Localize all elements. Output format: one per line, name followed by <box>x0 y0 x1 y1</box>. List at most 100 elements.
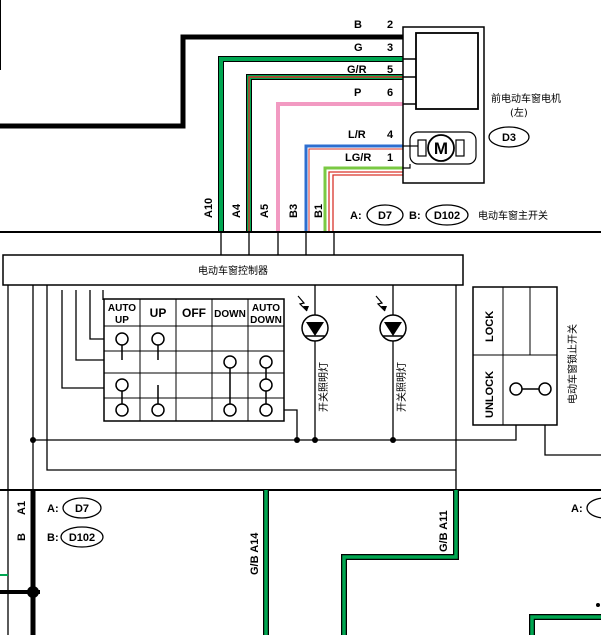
switch-col-auto-down-line1: AUTO <box>252 303 280 314</box>
wire-lgr-red <box>328 171 405 232</box>
lock-switch-box <box>472 286 558 426</box>
pin-color-g: G <box>354 42 363 54</box>
junction-dot <box>312 437 318 443</box>
bottom-connector-a: D7 <box>75 503 89 515</box>
motor-icon <box>427 134 455 162</box>
contact-up-r4 <box>151 403 165 417</box>
lock-contact-right <box>538 382 552 396</box>
illumination-lamp-2 <box>375 285 407 440</box>
terminal-a4: A4 <box>231 203 243 218</box>
junction-dot <box>30 437 36 443</box>
ctrl-wire-6 <box>89 290 104 340</box>
pin-color-p: P <box>354 87 361 99</box>
pin-color-lr: L/R <box>348 129 366 141</box>
bottom-wire-b: B <box>16 533 28 541</box>
lock-contact-left <box>509 382 523 396</box>
wire-lr-red <box>308 148 405 232</box>
contact-auto-up-r3 <box>115 378 129 392</box>
bottom-terminal-a1: A1 <box>16 501 28 515</box>
bottom-connector-b: D102 <box>69 532 95 544</box>
lock-label: LOCK <box>484 311 496 342</box>
switch-col-auto-up-line2: UP <box>115 315 129 326</box>
wire-g <box>219 57 405 232</box>
right-edge-dot <box>596 603 600 607</box>
motor-brush-left <box>417 139 427 157</box>
wire-lgr-green <box>323 166 405 232</box>
terminal-b1: B1 <box>313 204 325 218</box>
wire-gr-red <box>248 76 405 232</box>
wire-gb-a14-label: G/B A14 <box>249 532 261 575</box>
motor-title-side: (左) <box>510 106 528 119</box>
wire-right-edge-outline <box>529 614 601 635</box>
lock-wire-2 <box>544 425 601 456</box>
lock-switch-label: 电动车窗锁止开关 <box>566 324 579 404</box>
switch-col-off: OFF <box>182 306 206 320</box>
master-connector-a: D7 <box>378 210 392 222</box>
bottom-connector-b-badge <box>60 526 104 548</box>
master-connector-b-badge <box>425 204 469 226</box>
ctrl-wire-3 <box>46 285 456 471</box>
illumination-lamp-1 <box>297 285 329 440</box>
window-controller-box <box>2 254 464 286</box>
master-prefix-a: A: <box>350 210 362 222</box>
switch-table <box>103 298 285 422</box>
pin-num-6: 6 <box>387 87 393 99</box>
right-edge-prefix-a: A: <box>571 503 583 515</box>
contact-auto-up-r1 <box>115 332 129 346</box>
contact-down-r2 <box>223 355 237 369</box>
contact-auto-up-r4 <box>115 403 129 417</box>
wire-gb-a11 <box>342 490 458 635</box>
contact-auto-down-r3 <box>259 378 273 392</box>
pin-num-4: 4 <box>387 129 394 141</box>
ctrl-wire-4 <box>61 290 104 389</box>
pin-num-1: 1 <box>387 152 393 164</box>
junction-dot <box>390 437 396 443</box>
pin-color-gr: G/R <box>347 64 367 76</box>
motor-symbol: M <box>434 139 448 158</box>
switch-contacts <box>115 332 273 417</box>
master-connector-b: D102 <box>434 210 460 222</box>
window-controller-label: 电动车窗控制器 <box>198 264 268 277</box>
motor-brush-right <box>455 139 465 157</box>
contact-down-r4 <box>223 403 237 417</box>
terminal-a5: A5 <box>259 204 271 218</box>
illumination-lamp-label-1: 开关照明灯 <box>317 362 330 412</box>
master-prefix-b: B: <box>409 210 421 222</box>
contact-auto-down-r2 <box>259 355 273 369</box>
bottom-prefix-b: B: <box>47 532 59 544</box>
master-connector-a-badge <box>366 204 404 226</box>
switch-col-auto-down-line2: DOWN <box>250 315 282 326</box>
wire-lr-blue <box>304 144 405 232</box>
pin-num-3: 3 <box>387 42 393 54</box>
terminal-a10: A10 <box>203 198 215 218</box>
switch-ground-lead <box>284 409 298 440</box>
motor-connector-badge <box>488 126 530 148</box>
contact-auto-down-r4 <box>259 403 273 417</box>
motor-connector-id: D3 <box>502 132 516 144</box>
contact-up-r1 <box>151 332 165 346</box>
wire-lgr-red2 <box>332 174 405 232</box>
motor-title: 前电动车窗电机 <box>491 92 561 105</box>
junction-dot <box>294 437 300 443</box>
terminal-b3: B3 <box>288 204 300 218</box>
motor-inner-box <box>415 32 479 110</box>
master-switch-label: 电动车窗主开关 <box>478 209 548 222</box>
pin-color-lgr: LG/R <box>345 152 371 164</box>
bottom-connector-a-badge <box>62 497 102 519</box>
switch-col-down: DOWN <box>214 309 246 320</box>
motor-lead-1 <box>403 164 411 169</box>
wire-p <box>276 102 405 232</box>
switch-col-up: UP <box>150 306 167 320</box>
wire-right-edge <box>530 615 601 635</box>
bottom-prefix-a: A: <box>47 503 59 515</box>
lock-wire-1 <box>456 425 517 441</box>
switch-col-auto-up-line1: AUTO <box>108 303 136 314</box>
illumination-lamp-label-2: 开关照明灯 <box>395 362 408 412</box>
unlock-label: UNLOCK <box>484 371 496 418</box>
pin-num-5: 5 <box>387 64 393 76</box>
pin-color-b: B <box>354 19 362 31</box>
ctrl-wire-5 <box>75 290 104 361</box>
wire-b <box>0 34 405 129</box>
pin-num-2: 2 <box>387 19 393 31</box>
